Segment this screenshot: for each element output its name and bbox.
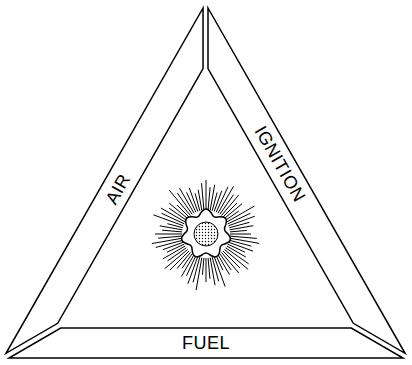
- flame-ray: [198, 190, 202, 211]
- flame-ray: [230, 238, 260, 243]
- flame-ray: [180, 188, 195, 213]
- flame-ray: [155, 234, 182, 235]
- flame-ray: [163, 242, 184, 250]
- triangle-band: IGNITION: [208, 8, 405, 353]
- flame-ray: [212, 192, 217, 210]
- flame-ray: [216, 256, 223, 271]
- flame-ray: [177, 193, 192, 214]
- flame-ray: [152, 238, 183, 243]
- flame-ray: [196, 258, 202, 290]
- flame-ray: [210, 258, 215, 286]
- flame-ray: [230, 236, 257, 238]
- triangle-band: FUEL: [9, 328, 403, 358]
- flame-ray: [162, 230, 182, 232]
- band-label: FUEL: [182, 333, 230, 353]
- flame-ray: [163, 246, 186, 259]
- flame-ray: [170, 251, 189, 270]
- band-outline: [208, 8, 405, 353]
- flame-ray: [158, 236, 182, 238]
- flame-ball: [182, 209, 231, 257]
- flame-core: [194, 222, 218, 246]
- flame-ray: [208, 258, 210, 279]
- triangle-band: AIR: [6, 8, 203, 353]
- flame-ray: [202, 258, 203, 275]
- band-outline: [6, 8, 203, 353]
- flame-ray: [202, 183, 204, 210]
- flame-ray: [212, 257, 218, 281]
- flame-ray: [206, 180, 207, 210]
- flame-ray: [221, 252, 238, 273]
- flame-ray: [220, 195, 234, 215]
- flame-ray: [156, 240, 183, 247]
- flame-ray: [223, 251, 240, 268]
- flame-ray: [208, 187, 210, 210]
- flame-ray: [210, 185, 215, 211]
- flame-ray: [206, 258, 207, 282]
- flame-ray: [230, 230, 247, 231]
- flame-ray: [224, 204, 242, 219]
- flame-ray: [169, 203, 187, 218]
- flame-ray: [227, 206, 255, 222]
- flame-ray: [230, 226, 254, 230]
- flame-ray: [165, 249, 188, 268]
- flame-ray: [230, 234, 251, 235]
- flame-rays: [152, 180, 259, 290]
